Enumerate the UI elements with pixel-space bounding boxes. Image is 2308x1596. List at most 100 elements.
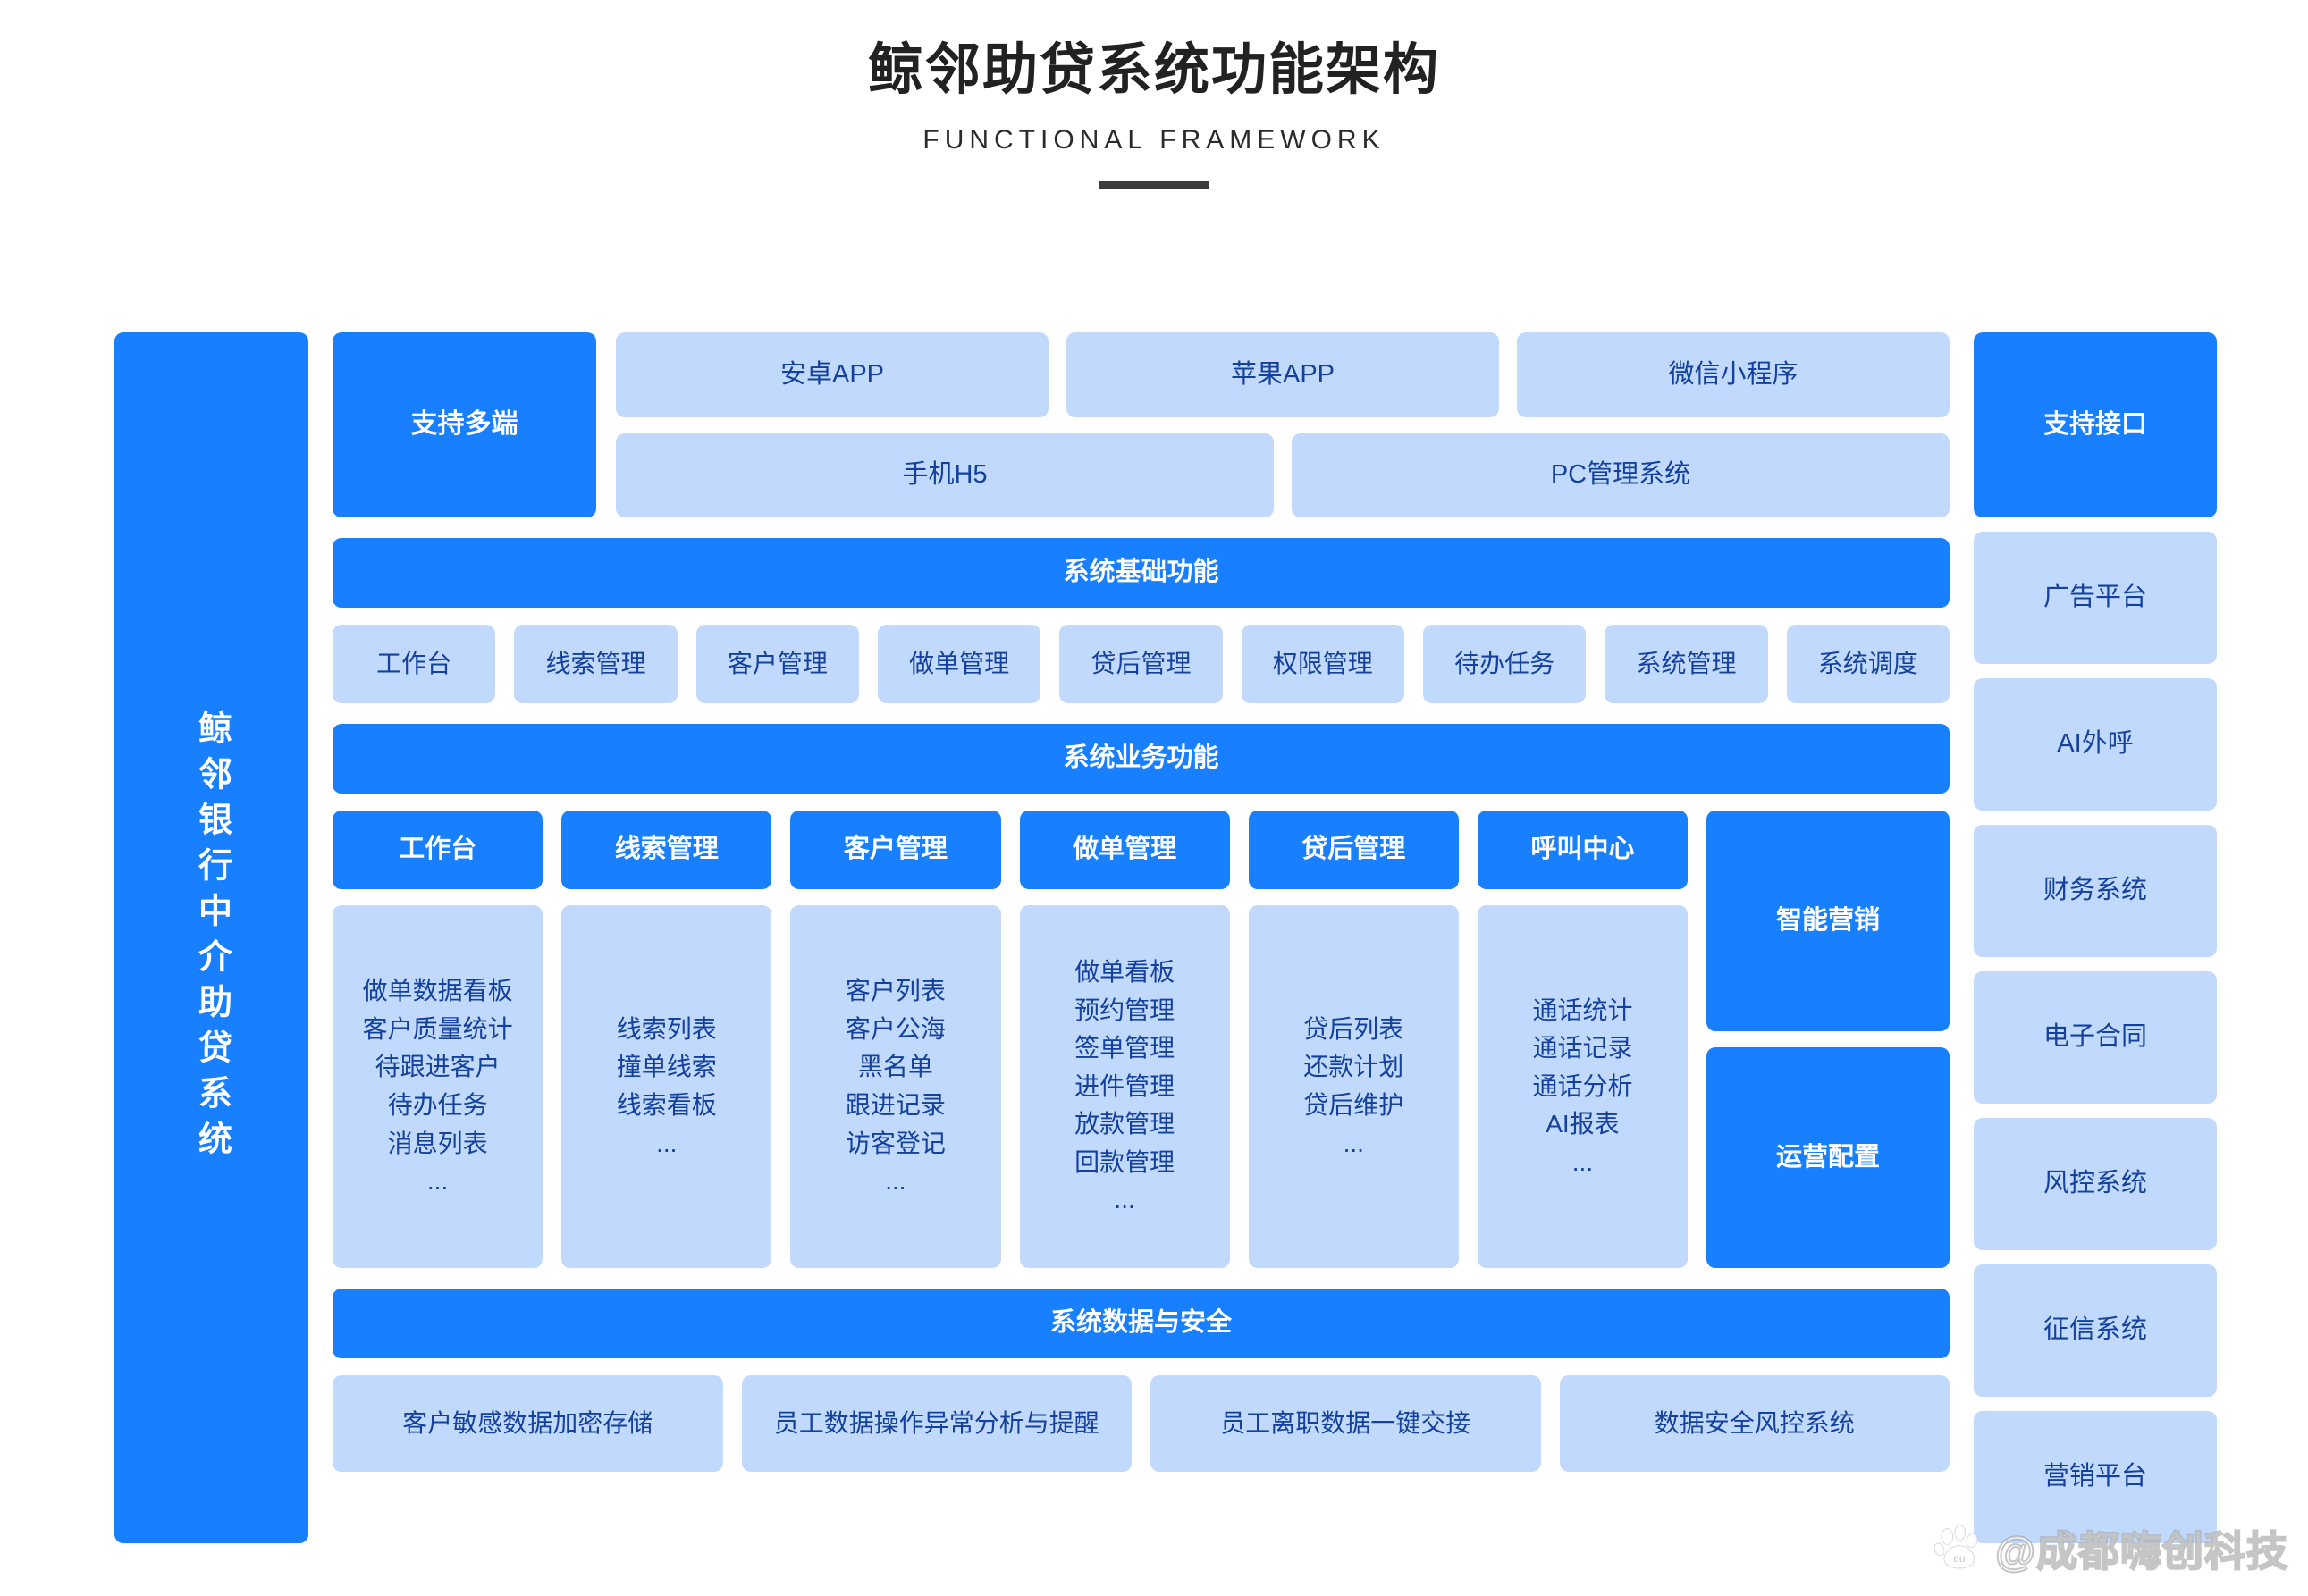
business-column-workbench: 工作台 做单数据看板 客户质量统计 待跟进客户 待办任务 消息列表 ... (333, 811, 543, 1268)
terminals-row: 支持多端 安卓APP 苹果APP 微信小程序 手机H5 PC管理系统 (333, 332, 1950, 517)
terminal-ios-app[interactable]: 苹果APP (1066, 332, 1499, 417)
list-item-ellipsis: ... (885, 1167, 906, 1196)
business-column-lead-management: 线索管理 线索列表 撞单线索 线索看板 ... (561, 811, 772, 1268)
interfaces-sidebar: 支持接口 广告平台 AI外呼 财务系统 电子合同 风控系统 征信系统 营销平台 (1974, 332, 2217, 1543)
business-head-order-management[interactable]: 做单管理 (1019, 811, 1230, 889)
list-item: 做单看板 (1074, 958, 1175, 987)
list-item: 线索列表 (616, 1014, 717, 1043)
business-body-call-center: 通话统计 通话记录 通话分析 AI报表 ... (1477, 905, 1689, 1268)
list-item: 客户列表 (845, 977, 946, 1005)
title-divider (1099, 180, 1209, 189)
list-item: 消息列表 (387, 1129, 488, 1157)
business-column-customer-management: 客户管理 客户列表 客户公海 黑名单 跟进记录 访客登记 ... (790, 811, 1001, 1268)
business-body-lead-management: 线索列表 撞单线索 线索看板 ... (561, 905, 772, 1268)
band-business-functions: 系统业务功能 (333, 724, 1950, 794)
list-item-ellipsis: ... (656, 1129, 678, 1157)
list-item: 线索看板 (616, 1091, 717, 1119)
business-head-lead-management[interactable]: 线索管理 (561, 811, 772, 889)
terminals-row-top: 安卓APP 苹果APP 微信小程序 (616, 332, 1950, 417)
list-item: 黑名单 (857, 1053, 933, 1081)
base-item-workbench[interactable]: 工作台 (333, 625, 496, 703)
business-functions-wrap: 工作台 做单数据看板 客户质量统计 待跟进客户 待办任务 消息列表 ... 线索… (333, 811, 1950, 1268)
list-item: 通话分析 (1532, 1071, 1633, 1100)
interface-finance-system[interactable]: 财务系统 (1974, 825, 2217, 957)
page-subtitle: FUNCTIONAL FRAMEWORK (922, 124, 1386, 155)
base-item-todo-tasks[interactable]: 待办任务 (1422, 625, 1587, 703)
business-side-operation-config[interactable]: 运营配置 (1706, 1047, 1950, 1268)
list-item: 跟进记录 (845, 1091, 946, 1119)
interface-risk-control-system[interactable]: 风控系统 (1974, 1118, 2217, 1250)
business-columns: 工作台 做单数据看板 客户质量统计 待跟进客户 待办任务 消息列表 ... 线索… (333, 811, 1689, 1268)
base-item-post-loan-management[interactable]: 贷后管理 (1059, 625, 1223, 703)
interface-ad-platform[interactable]: 广告平台 (1974, 532, 2217, 664)
business-head-workbench[interactable]: 工作台 (333, 811, 543, 889)
interface-credit-reporting-system[interactable]: 征信系统 (1974, 1264, 2217, 1397)
business-column-call-center: 呼叫中心 通话统计 通话记录 通话分析 AI报表 ... (1477, 811, 1689, 1268)
interface-marketing-platform[interactable]: 营销平台 (1974, 1411, 2217, 1543)
business-body-workbench: 做单数据看板 客户质量统计 待跟进客户 待办任务 消息列表 ... (333, 905, 543, 1268)
business-body-customer-management: 客户列表 客户公海 黑名单 跟进记录 访客登记 ... (790, 905, 1001, 1268)
security-item-sensitive-data-encryption[interactable]: 客户敏感数据加密存储 (333, 1375, 723, 1472)
list-item: 待跟进客户 (375, 1053, 501, 1081)
list-item: 通话统计 (1532, 995, 1633, 1024)
list-item: 回款管理 (1074, 1147, 1175, 1176)
brand-vertical-label: 鲸邻银行中介助贷系统 (192, 710, 231, 1166)
terminal-wechat-miniprogram[interactable]: 微信小程序 (1517, 332, 1950, 417)
terminal-mobile-h5[interactable]: 手机H5 (616, 433, 1274, 517)
band-data-security: 系统数据与安全 (333, 1289, 1950, 1358)
terminal-android-app[interactable]: 安卓APP (616, 332, 1049, 417)
terminals-row-bottom: 手机H5 PC管理系统 (616, 433, 1950, 517)
security-item-offboarding-handover[interactable]: 员工离职数据一键交接 (1150, 1375, 1541, 1472)
list-item: 还款计划 (1303, 1053, 1404, 1081)
svg-text:du: du (1953, 1552, 1965, 1565)
list-item: 待办任务 (387, 1091, 488, 1119)
security-item-staff-anomaly-alert[interactable]: 员工数据操作异常分析与提醒 (741, 1375, 1132, 1472)
interface-e-contract[interactable]: 电子合同 (1974, 971, 2217, 1104)
brand-sidebar: 鲸邻银行中介助贷系统 (114, 332, 308, 1543)
terminal-pc-admin[interactable]: PC管理系统 (1292, 433, 1950, 517)
base-item-system-management[interactable]: 系统管理 (1605, 625, 1768, 703)
list-item: 做单数据看板 (362, 977, 513, 1005)
security-items-row: 客户敏感数据加密存储 员工数据操作异常分析与提醒 员工离职数据一键交接 数据安全… (333, 1375, 1950, 1472)
list-item: 客户质量统计 (362, 1014, 513, 1043)
list-item: 签单管理 (1074, 1034, 1175, 1063)
list-item: 通话记录 (1532, 1034, 1633, 1063)
business-body-order-management: 做单看板 预约管理 签单管理 进件管理 放款管理 回款管理 ... (1019, 905, 1230, 1268)
list-item-ellipsis: ... (1571, 1147, 1594, 1176)
list-item: 进件管理 (1074, 1071, 1175, 1100)
list-item: 客户公海 (845, 1014, 946, 1043)
list-item: 贷后列表 (1303, 1014, 1404, 1043)
list-item: 贷后维护 (1303, 1091, 1404, 1119)
business-body-post-loan-management: 贷后列表 还款计划 贷后维护 ... (1248, 905, 1459, 1268)
architecture-frame: 鲸邻银行中介助贷系统 支持多端 安卓APP 苹果APP 微信小程序 手机H5 P… (114, 332, 2217, 1543)
base-item-system-scheduling[interactable]: 系统调度 (1786, 625, 1950, 703)
base-item-lead-management[interactable]: 线索管理 (514, 625, 678, 703)
business-head-call-center[interactable]: 呼叫中心 (1477, 811, 1689, 889)
business-side-smart-marketing[interactable]: 智能营销 (1706, 811, 1950, 1031)
interface-ai-outbound-call[interactable]: AI外呼 (1974, 678, 2217, 811)
list-item-ellipsis: ... (426, 1167, 449, 1196)
list-item: AI报表 (1546, 1110, 1620, 1138)
business-head-post-loan-management[interactable]: 贷后管理 (1248, 811, 1459, 889)
business-head-customer-management[interactable]: 客户管理 (790, 811, 1001, 889)
business-side-blocks: 智能营销 运营配置 (1706, 811, 1950, 1268)
base-item-customer-management[interactable]: 客户管理 (695, 625, 859, 703)
base-item-permission-management[interactable]: 权限管理 (1241, 625, 1404, 703)
poster-header: 鲸邻助贷系统功能架构 FUNCTIONAL FRAMEWORK (0, 0, 2308, 189)
base-item-order-management[interactable]: 做单管理 (877, 625, 1041, 703)
list-item: 撞单线索 (616, 1053, 717, 1081)
business-column-order-management: 做单管理 做单看板 预约管理 签单管理 进件管理 放款管理 回款管理 ... (1019, 811, 1230, 1268)
terminals-grid: 安卓APP 苹果APP 微信小程序 手机H5 PC管理系统 (616, 332, 1950, 517)
list-item: 放款管理 (1074, 1110, 1175, 1138)
page-title: 鲸邻助贷系统功能架构 (867, 39, 1440, 101)
list-item-ellipsis: ... (1114, 1186, 1135, 1214)
security-item-data-risk-control[interactable]: 数据安全风控系统 (1559, 1375, 1950, 1472)
list-item: 访客登记 (845, 1129, 946, 1157)
terminals-label: 支持多端 (333, 332, 596, 517)
business-column-post-loan-management: 贷后管理 贷后列表 还款计划 贷后维护 ... (1248, 811, 1459, 1268)
base-functions-row: 工作台 线索管理 客户管理 做单管理 贷后管理 权限管理 待办任务 系统管理 系… (333, 625, 1950, 703)
architecture-main-column: 支持多端 安卓APP 苹果APP 微信小程序 手机H5 PC管理系统 系统基础功… (333, 332, 1950, 1543)
list-item: 预约管理 (1074, 995, 1175, 1024)
band-base-functions: 系统基础功能 (333, 538, 1950, 608)
